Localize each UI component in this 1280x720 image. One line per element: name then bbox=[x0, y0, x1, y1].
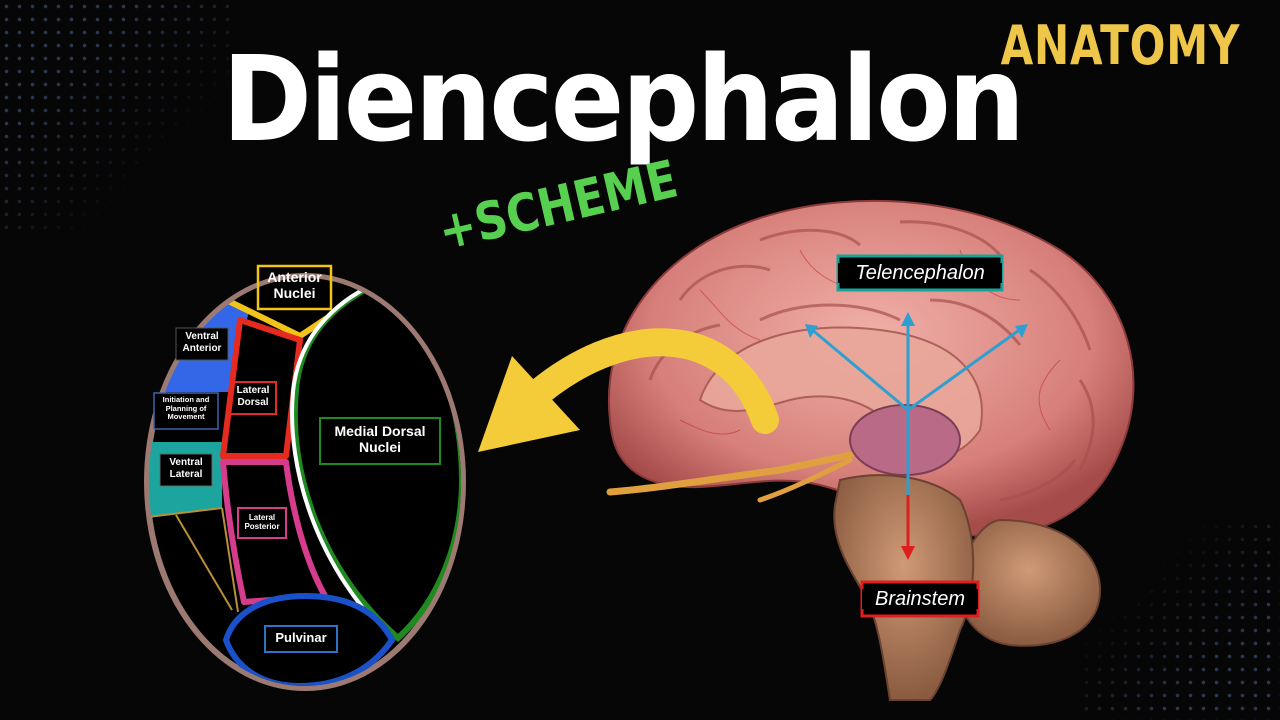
thalamus-shape bbox=[849, 404, 961, 476]
brand-label: ANATOMY bbox=[1000, 14, 1240, 77]
anterior-nuclei-label: Anterior Nuclei bbox=[267, 269, 322, 302]
page-title: Diencephalon bbox=[222, 30, 1025, 168]
dot-pattern-top-left bbox=[0, 0, 230, 230]
yellow-arrow-shaft bbox=[516, 328, 779, 434]
brainstem-label: Brainstem bbox=[862, 589, 978, 609]
telencephalon-label: Telencephalon bbox=[838, 263, 1002, 283]
lateral-posterior-label: Lateral Posterior bbox=[244, 513, 280, 532]
initiation-planning-label: Initiation and Planning of Movement bbox=[162, 395, 210, 422]
lateral-dorsal-label: Lateral Dorsal bbox=[236, 385, 270, 408]
ventral-lateral-label: Ventral Lateral bbox=[169, 457, 203, 480]
lateral-dorsal-region bbox=[220, 317, 303, 459]
pulvinar-label: Pulvinar bbox=[275, 630, 327, 645]
yellow-arrow-head bbox=[478, 356, 580, 452]
ventral-anterior-label: Ventral Anterior bbox=[182, 331, 222, 354]
dot-pattern-bottom-right bbox=[1080, 520, 1280, 720]
medial-dorsal-label: Medial Dorsal Nuclei bbox=[334, 423, 426, 456]
